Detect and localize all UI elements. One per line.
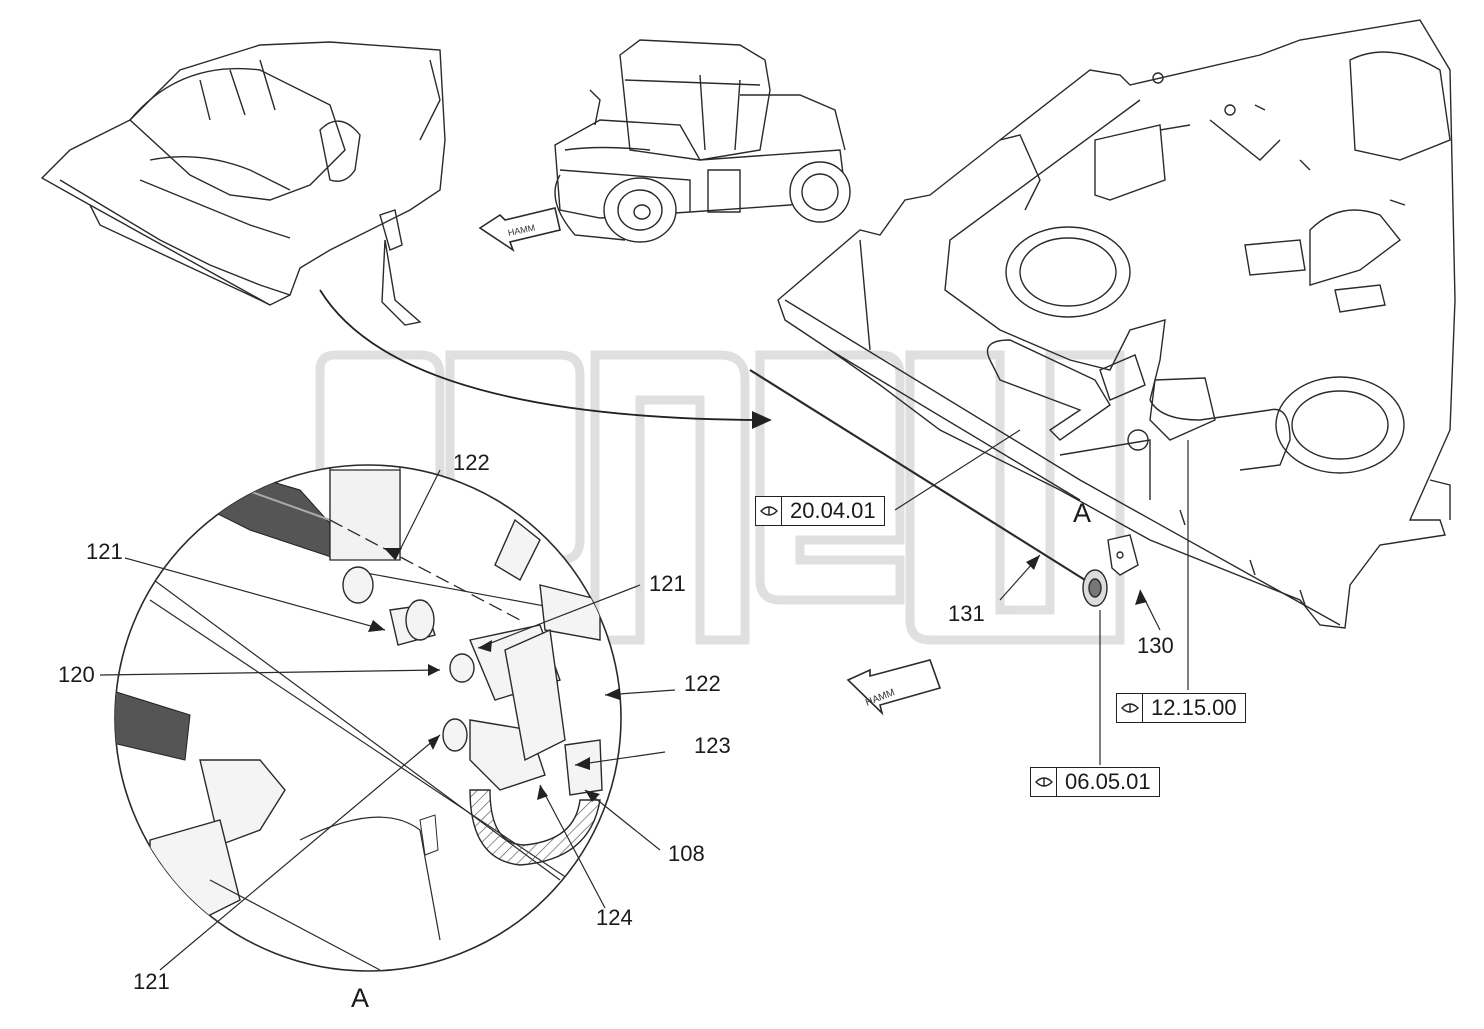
cap-131 [1082,569,1108,607]
chassis-frame-view [777,19,1456,629]
eye-view-icon [756,497,782,525]
callout-120: 120 [58,662,95,687]
callout-121-left: 121 [86,539,123,564]
bracket-130 [1107,534,1139,576]
reference-value: 12.15.00 [1151,695,1237,720]
callout-121-bottom: 121 [133,969,170,994]
transition-arrow [319,289,772,429]
main-view-label-a: A [1073,498,1092,528]
callout-121-right: 121 [649,571,686,596]
callout-122-top: 122 [453,450,490,475]
leader-lines [99,369,1189,971]
callout-124: 124 [596,905,633,930]
eye-view-icon [1117,694,1143,722]
direction-arrow-top: HAMM [478,207,561,253]
roller-vehicle-overview [554,39,851,243]
callout-131: 131 [948,601,985,626]
direction-arrow-bottom: HAMM [846,659,942,716]
reference-box-20-04-01[interactable]: 20.04.01 [755,496,885,526]
reference-box-12-15-00[interactable]: 12.15.00 [1116,693,1246,723]
reference-value: 06.05.01 [1065,769,1151,794]
leader-arrowheads [368,548,1147,802]
callout-130: 130 [1137,633,1174,658]
reference-value: 20.04.01 [790,498,876,523]
callout-122-right: 122 [684,671,721,696]
callout-123: 123 [694,733,731,758]
eye-view-icon [1031,768,1057,796]
engine-hood-view [40,41,446,326]
callout-108: 108 [668,841,705,866]
detail-view-label-a: A [351,983,370,1013]
reference-box-06-05-01[interactable]: 06.05.01 [1030,767,1160,797]
